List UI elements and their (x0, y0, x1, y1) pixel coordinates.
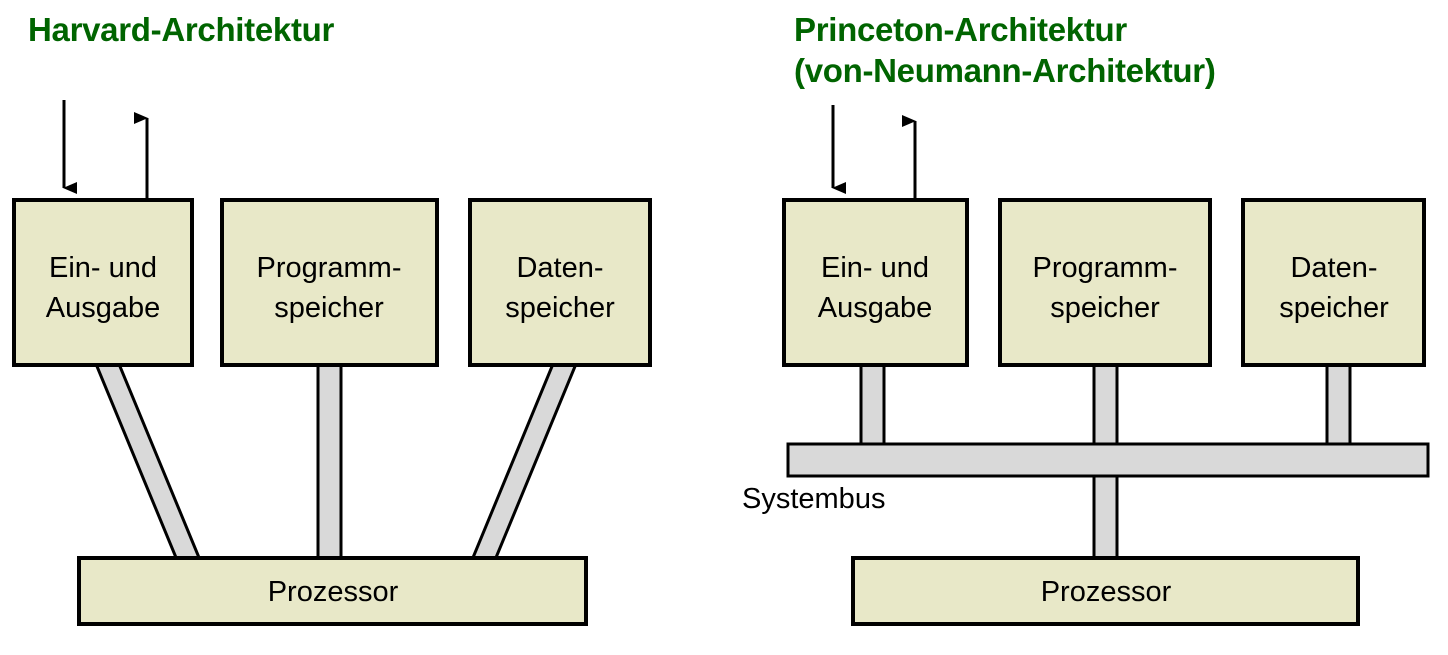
princeton-box-programmspeicher-label-line-2: speicher (1050, 292, 1160, 324)
princeton-box-datenspeicher-label-line-1: Daten- (1290, 252, 1377, 284)
harvard-box-io-label-line-1: Ein- und (49, 252, 157, 284)
harvard-box-prozessor-label: Prozessor (268, 576, 399, 608)
princeton-box-programmspeicher-rect (998, 198, 1212, 367)
harvard-arrow-group (62, 100, 149, 200)
princeton-bus-stub-prozessor (1092, 472, 1119, 562)
princeton-box-io-label-line-2: Ausgabe (818, 292, 933, 324)
harvard-box-io-label-line-2: Ausgabe (46, 292, 161, 324)
princeton-box-prozessor-rect (851, 556, 1360, 626)
princeton-bus-group: Systembus (742, 362, 1430, 562)
princeton-bus-stub-io (859, 362, 886, 448)
harvard-box-datenspeicher-label-line-2: speicher (505, 292, 615, 324)
panel-princeton: Princeton-Architektur (von-Neumann-Archi… (742, 11, 1430, 626)
harvard-box-programmspeicher[interactable]: Programm- speicher (220, 198, 439, 367)
princeton-bus-stub-programm (1092, 362, 1119, 448)
princeton-systembus-label: Systembus (742, 483, 885, 515)
princeton-box-programmspeicher-label-line-1: Programm- (1032, 252, 1177, 284)
princeton-systembus-bar (786, 442, 1430, 478)
harvard-box-programmspeicher-rect (220, 198, 439, 367)
princeton-box-prozessor[interactable]: Prozessor (851, 556, 1360, 626)
princeton-title-line-1: Princeton-Architektur (794, 11, 1127, 48)
princeton-box-io-rect (782, 198, 969, 367)
princeton-box-programmspeicher[interactable]: Programm- speicher (998, 198, 1212, 367)
harvard-box-programmspeicher-label-line-2: speicher (274, 292, 384, 324)
harvard-box-datenspeicher-label-line-1: Daten- (516, 252, 603, 284)
princeton-box-datenspeicher-label-line-2: speicher (1279, 292, 1389, 324)
panel-harvard: Harvard-Architektur Ein- und Ausgabe Pro… (12, 11, 652, 626)
harvard-box-datenspeicher[interactable]: Daten- speicher (468, 198, 652, 367)
harvard-title-line-1: Harvard-Architektur (28, 11, 335, 48)
princeton-arrow-group (831, 105, 917, 200)
harvard-box-io-rect (12, 198, 194, 367)
princeton-box-datenspeicher-rect (1241, 198, 1426, 367)
harvard-bus-programm (316, 362, 343, 562)
harvard-box-programmspeicher-label-line-1: Programm- (256, 252, 401, 284)
princeton-box-io[interactable]: Ein- und Ausgabe (782, 198, 969, 367)
harvard-box-io[interactable]: Ein- und Ausgabe (12, 198, 194, 367)
harvard-box-prozessor[interactable]: Prozessor (77, 556, 588, 626)
harvard-box-datenspeicher-rect (468, 198, 652, 367)
princeton-box-datenspeicher[interactable]: Daten- speicher (1241, 198, 1426, 367)
princeton-box-prozessor-label: Prozessor (1041, 576, 1172, 608)
princeton-title-line-2: (von-Neumann-Architektur) (794, 52, 1216, 89)
princeton-bus-stub-daten (1325, 362, 1352, 448)
harvard-box-prozessor-rect (77, 556, 588, 626)
princeton-box-io-label-line-1: Ein- und (821, 252, 929, 284)
